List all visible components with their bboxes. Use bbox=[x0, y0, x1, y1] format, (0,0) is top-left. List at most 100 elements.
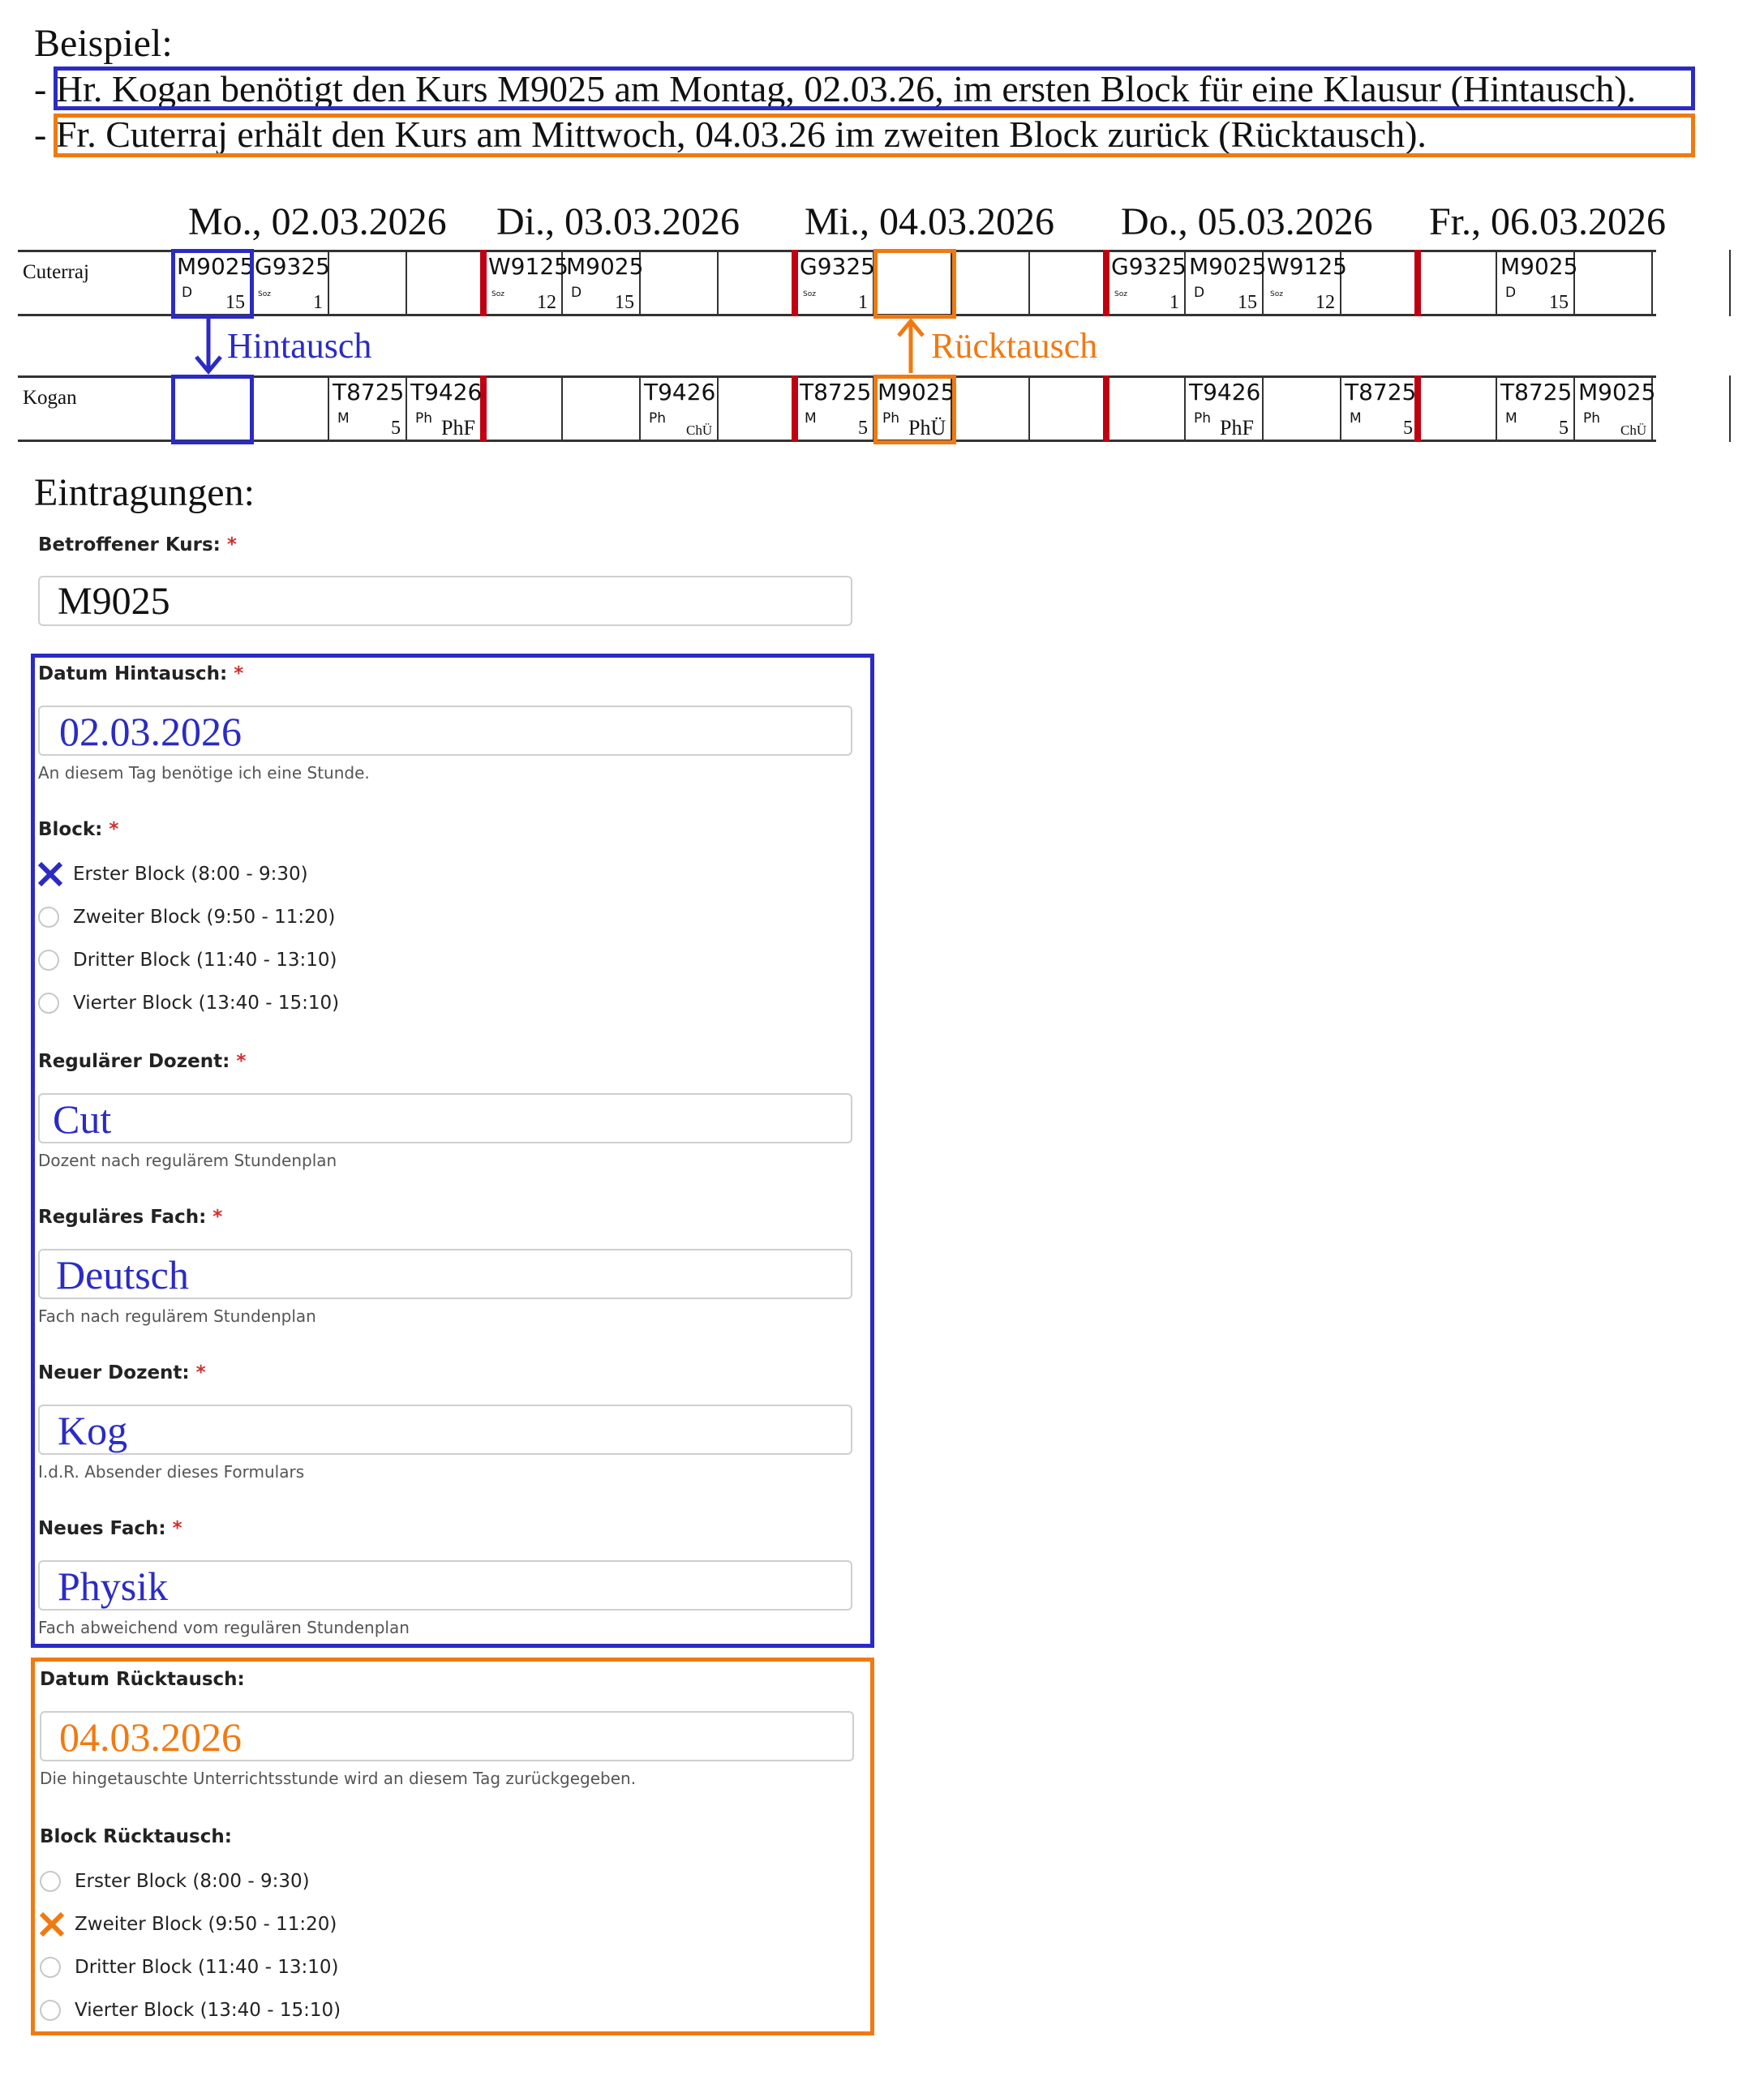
subject-abbr: M bbox=[1350, 410, 1362, 427]
course-code: G9325 bbox=[255, 253, 330, 280]
cell-divider bbox=[1496, 375, 1497, 442]
subject-abbr: M bbox=[805, 410, 817, 427]
neuer-dozent-value: Kog bbox=[58, 1408, 128, 1453]
course-number: 12 bbox=[537, 292, 556, 313]
subject-abbr: D bbox=[1505, 285, 1517, 301]
cell-divider bbox=[951, 375, 952, 442]
cell-divider bbox=[1262, 375, 1264, 442]
radio-button[interactable] bbox=[40, 2000, 61, 2021]
example-line-2-text: Fr. Cuterraj erhält den Kurs am Mittwoch… bbox=[55, 114, 1427, 155]
example-line-2: - Fr. Cuterraj erhält den Kurs am Mittwo… bbox=[34, 112, 1427, 157]
course-code: T8725 bbox=[1500, 379, 1573, 405]
datum-hin-value: 02.03.2026 bbox=[59, 709, 242, 754]
hintausch-section bbox=[31, 654, 874, 1648]
selected-x-icon[interactable] bbox=[38, 1911, 66, 1938]
datum-hin-help: An diesem Tag benötige ich eine Stunde. bbox=[38, 763, 370, 783]
dozent-input[interactable]: Cut bbox=[38, 1093, 852, 1143]
radio-label[interactable]: Vierter Block (13:40 - 15:10) bbox=[75, 2000, 341, 2021]
neuer-dozent-input[interactable]: Kog bbox=[38, 1405, 852, 1455]
row-top-line bbox=[18, 375, 1656, 378]
radio-label[interactable]: Erster Block (8:00 - 9:30) bbox=[73, 864, 308, 885]
cell-divider bbox=[561, 375, 563, 442]
fach-value: Deutsch bbox=[56, 1252, 189, 1298]
day-separator bbox=[1103, 250, 1109, 316]
cell-divider bbox=[1573, 250, 1575, 316]
course-code: W9125 bbox=[488, 253, 569, 280]
example-line-2-highlight bbox=[54, 114, 1695, 157]
datum-hin-input[interactable]: 02.03.2026 bbox=[38, 706, 852, 756]
dozent-value: Cut bbox=[53, 1096, 112, 1142]
required-mark: * bbox=[234, 663, 244, 684]
course-code: M9025 bbox=[878, 379, 955, 405]
dozent-label: Regulärer Dozent: * bbox=[38, 1049, 246, 1074]
cell-divider bbox=[328, 250, 329, 316]
kurs-label-text: Betroffener Kurs: bbox=[38, 534, 221, 555]
subject-abbr: Ph bbox=[415, 410, 433, 427]
kurs-input[interactable]: M9025 bbox=[38, 576, 852, 626]
cell-divider bbox=[1184, 375, 1186, 442]
course-code: G9325 bbox=[1111, 253, 1187, 280]
subject-abbr: D bbox=[182, 285, 193, 301]
fach-input[interactable]: Deutsch bbox=[38, 1249, 852, 1299]
course-number: 15 bbox=[1549, 292, 1569, 313]
required-mark: * bbox=[226, 534, 237, 555]
course-code: M9025 bbox=[177, 253, 255, 280]
hintausch-target-cell bbox=[171, 375, 254, 444]
required-mark: * bbox=[109, 819, 119, 840]
neues-fach-label: Neues Fach: * bbox=[38, 1516, 182, 1541]
neues-fach-input[interactable]: Physik bbox=[38, 1560, 852, 1611]
cell-divider bbox=[1729, 375, 1731, 442]
radio-button[interactable] bbox=[38, 907, 59, 928]
radio-label[interactable]: Vierter Block (13:40 - 15:10) bbox=[73, 993, 340, 1014]
course-code: M9025 bbox=[1189, 253, 1267, 280]
radio-button[interactable] bbox=[40, 1871, 61, 1892]
hintausch-source-cell bbox=[171, 249, 254, 319]
radio-label[interactable]: Zweiter Block (9:50 - 11:20) bbox=[75, 1914, 337, 1935]
day-separator bbox=[1103, 375, 1109, 442]
radio-button[interactable] bbox=[40, 1957, 61, 1978]
required-mark: * bbox=[236, 1051, 247, 1072]
room-label: ChÜ bbox=[686, 422, 713, 438]
course-number: 5 bbox=[1559, 418, 1569, 439]
required-mark: * bbox=[172, 1518, 182, 1539]
datum-rueck-input[interactable]: 04.03.2026 bbox=[40, 1711, 854, 1761]
row-bottom-line bbox=[18, 314, 1656, 316]
neues-fach-label-text: Neues Fach: bbox=[38, 1518, 166, 1539]
subject-abbr: Ph bbox=[1583, 410, 1601, 427]
block-hin-label-text: Block: bbox=[38, 819, 103, 840]
radio-label[interactable]: Erster Block (8:00 - 9:30) bbox=[75, 1871, 310, 1892]
course-number: 1 bbox=[858, 292, 868, 313]
required-mark: * bbox=[212, 1207, 223, 1228]
example-title: Beispiel: bbox=[34, 22, 173, 65]
day-separator bbox=[480, 250, 487, 316]
cell-divider bbox=[328, 375, 329, 442]
course-code: M9025 bbox=[1578, 379, 1656, 405]
course-code: T8725 bbox=[1345, 379, 1417, 405]
ruecktausch-target-cell bbox=[873, 249, 956, 319]
subject-abbr: D bbox=[571, 285, 582, 301]
subject-abbr: Soz bbox=[803, 290, 816, 298]
day-header-do: Do., 05.03.2026 bbox=[1121, 200, 1373, 243]
day-separator bbox=[1414, 250, 1421, 316]
radio-button[interactable] bbox=[38, 950, 59, 971]
radio-label[interactable]: Zweiter Block (9:50 - 11:20) bbox=[73, 907, 336, 928]
ruecktausch-label: Rücktausch bbox=[931, 326, 1098, 366]
datum-rueck-help: Die hingetauschte Unterrichtsstunde wird… bbox=[40, 1769, 637, 1788]
kurs-value: M9025 bbox=[58, 580, 170, 623]
example-line-1-dash: - bbox=[34, 68, 47, 109]
subject-abbr: Soz bbox=[258, 290, 271, 298]
dozent-help: Dozent nach regulärem Stundenplan bbox=[38, 1151, 337, 1170]
subject-abbr: D bbox=[1194, 285, 1205, 301]
subject-abbr: Ph bbox=[649, 410, 667, 427]
ruecktausch-section bbox=[31, 1658, 874, 2035]
course-code: T8725 bbox=[333, 379, 405, 405]
neuer-dozent-label: Neuer Dozent: * bbox=[38, 1361, 206, 1385]
radio-label[interactable]: Dritter Block (11:40 - 13:10) bbox=[75, 1957, 339, 1978]
day-separator bbox=[792, 375, 798, 442]
radio-button[interactable] bbox=[38, 993, 59, 1014]
cell-divider bbox=[1496, 250, 1497, 316]
course-code: G9325 bbox=[800, 253, 875, 280]
cell-divider bbox=[1651, 375, 1653, 442]
radio-label[interactable]: Dritter Block (11:40 - 13:10) bbox=[73, 950, 337, 971]
selected-x-icon[interactable] bbox=[36, 860, 64, 888]
